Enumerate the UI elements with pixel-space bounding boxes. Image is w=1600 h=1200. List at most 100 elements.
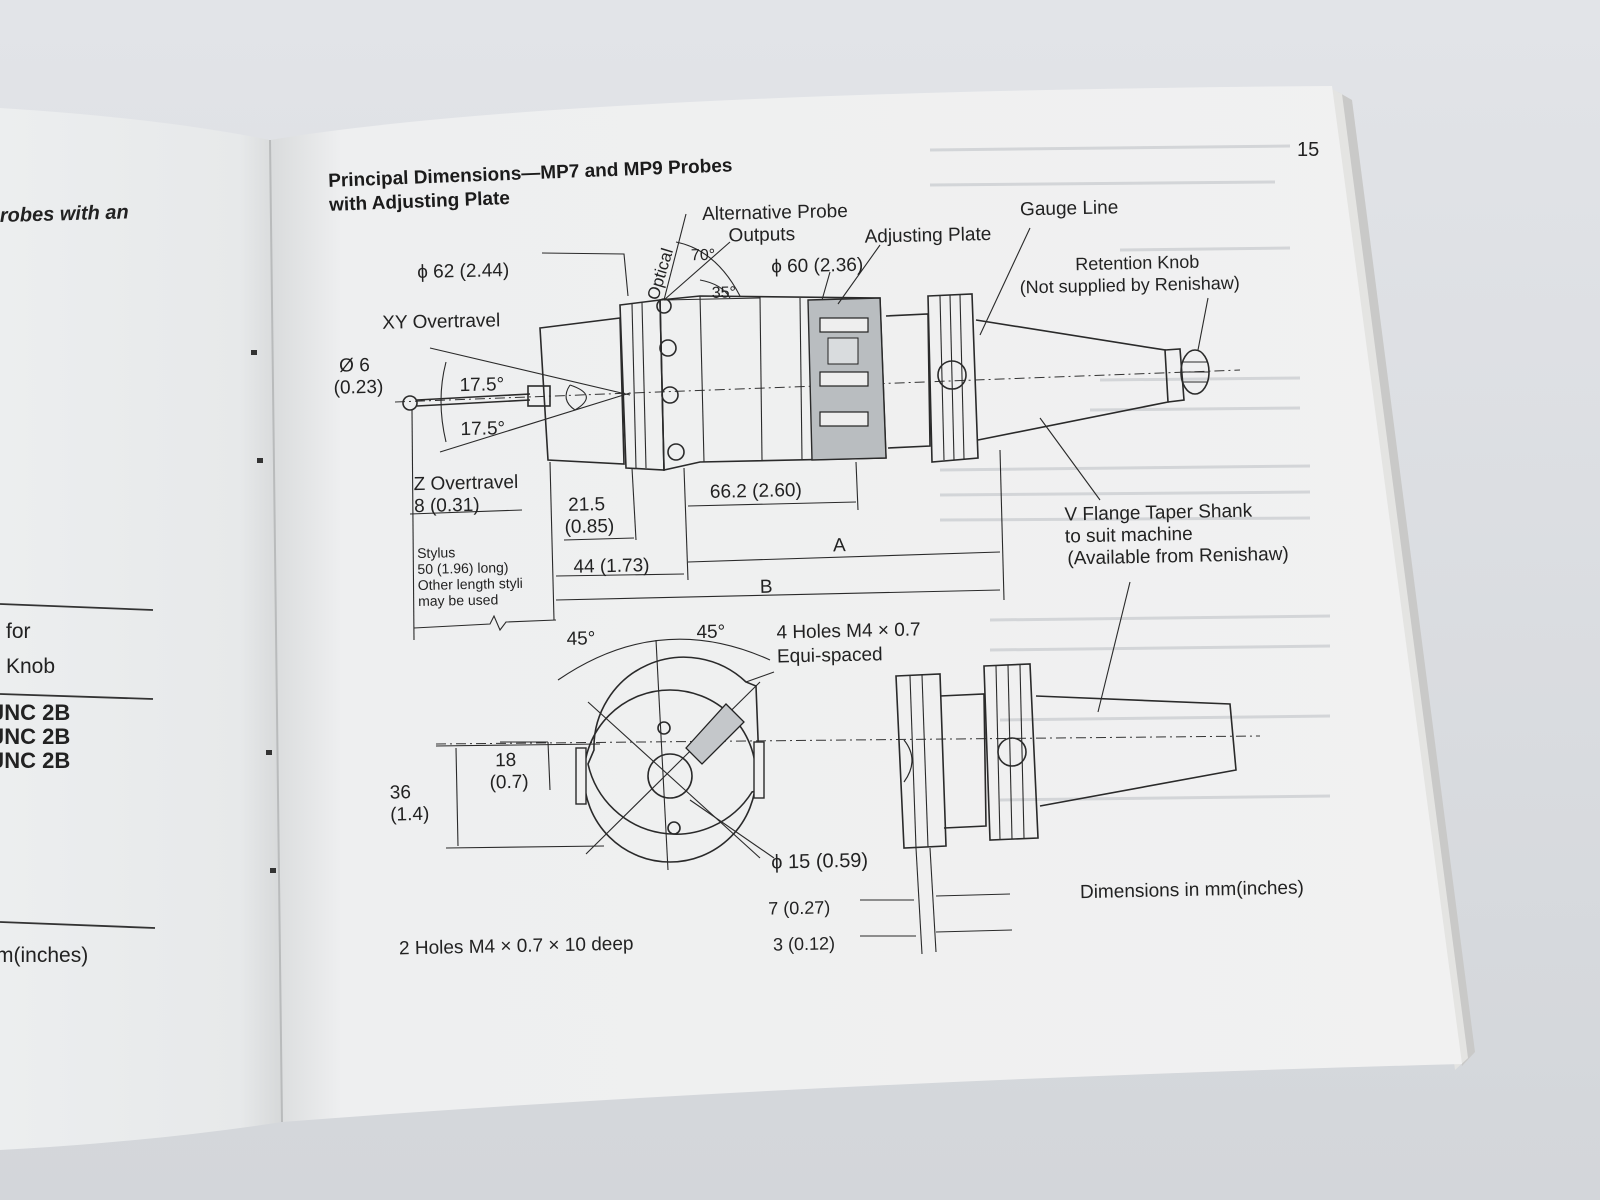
leader-retention-knob (1197, 297, 1209, 351)
label-dim-66-2: 66.2 (2.60) (710, 480, 802, 503)
label-angle-right: 45° (696, 622, 725, 644)
left-table-row: JNC 2B (0, 748, 70, 773)
optical-35-line (663, 297, 761, 301)
z-overtravel-line (409, 509, 523, 515)
stylus-shaft-top (416, 393, 531, 401)
housing-seam (799, 297, 803, 461)
left-page (0, 108, 282, 1150)
side-view-labels: Alternative Probe Outputs Optical 70° 35… (333, 197, 1289, 609)
units-note: Dimensions in mm(inches) (1080, 877, 1304, 903)
dim-ext-line (915, 847, 923, 955)
overtravel-arc (440, 361, 447, 443)
extension-line (549, 461, 555, 621)
label-alt-outputs-2: Outputs (728, 224, 795, 246)
angle-arc (675, 241, 741, 297)
stylus-shaft-bottom (416, 399, 531, 407)
dim-A-line (687, 551, 1001, 563)
left-table-rule (0, 603, 154, 611)
label-angle-left: 45° (566, 628, 595, 650)
dim-B-line (555, 589, 1001, 601)
label-retention-knob-2: (Not supplied by Renishaw) (1019, 273, 1239, 298)
flange-groove (949, 294, 955, 461)
small-flange-groove (1019, 664, 1025, 839)
label-stylus-dia-1: Ø 6 (339, 355, 370, 377)
label-dim-7: 7 (0.27) (768, 897, 830, 918)
dim-36-ext-bottom (445, 845, 605, 849)
optical-window (667, 443, 685, 461)
optical-window (659, 339, 677, 357)
end-view-hole (667, 821, 681, 835)
label-angle-70: 70° (691, 247, 716, 265)
leader-v-flange (1039, 417, 1101, 501)
label-dim-44: 44 (1.73) (573, 555, 649, 578)
overtravel-lens (565, 384, 587, 411)
left-table-header-2: Knob (6, 655, 55, 678)
stylus-holder (527, 385, 551, 407)
label-v-flange-3: (Available from Renishaw) (1067, 544, 1289, 570)
hole-punch-mark (257, 458, 263, 463)
adjusting-screw (819, 411, 869, 427)
collar-line (641, 302, 647, 469)
flange-groove (959, 294, 965, 460)
label-holes-4-1: 4 Holes M4 × 0.7 (776, 619, 921, 643)
leader-v-flange-end (1097, 581, 1131, 713)
label-stylus-note-1: Stylus (417, 544, 455, 561)
label-stylus-dia-2: (0.23) (333, 377, 383, 399)
label-stylus-note-3: Other length styli (418, 575, 523, 593)
optical-window (661, 386, 679, 404)
leader-4-holes (745, 671, 775, 683)
label-retention-knob-1: Retention Knob (1075, 252, 1199, 275)
label-stylus-note-2: 50 (1.96) long) (417, 559, 508, 577)
left-heading-fragment: robes with an (0, 201, 129, 227)
dim-66-2-line (687, 501, 857, 507)
dim-21-5-line (563, 537, 635, 541)
shank-neck (885, 313, 931, 449)
overtravel-line (429, 347, 631, 396)
angle-arc-45 (557, 638, 771, 681)
probe-end-view (435, 638, 1261, 955)
label-dim-36-2: (1.4) (390, 804, 430, 826)
left-footer-fragment: m(inches) (0, 944, 88, 967)
label-dia-60: ϕ 60 (2.36) (771, 255, 863, 278)
dim-3-line-right (935, 929, 1013, 933)
label-alt-outputs-1: Alternative Probe (702, 201, 848, 225)
label-z-overtravel-1: Z Overtravel (413, 472, 518, 495)
left-table-header-1: for (6, 620, 31, 643)
leader-adjusting-plate (837, 244, 881, 305)
plate-detail (827, 337, 859, 365)
taper-shank (975, 319, 1169, 441)
label-z-overtravel-2: 8 (0.31) (414, 495, 480, 517)
leader-dia-15 (689, 799, 775, 859)
leader-dia-62 (541, 252, 629, 297)
label-xy-overtravel: XY Overtravel (382, 310, 500, 333)
end-view-flat (753, 741, 765, 799)
small-flange-groove (1007, 664, 1013, 840)
probe-side-view (394, 213, 1241, 713)
label-dim-21-5-2: (0.85) (564, 516, 614, 538)
label-dim-36-1: 36 (390, 782, 412, 803)
housing-seam (759, 296, 763, 461)
retention-knob-neck (1164, 348, 1185, 403)
label-dim-21-5-1: 21.5 (568, 494, 605, 516)
left-table-rule (0, 921, 156, 929)
end-view-flat (575, 747, 587, 805)
left-page-content: robes with an for Knob JNC 2B JNC 2B JNC… (0, 201, 276, 967)
angle-arc (699, 279, 731, 299)
adjusting-screw (819, 317, 869, 333)
label-dim-B: B (760, 577, 773, 598)
left-table-rule (0, 693, 154, 700)
left-table-row: JNC 2B (0, 700, 70, 725)
dim-36-ext-top (435, 743, 601, 747)
leader-dia-60 (821, 271, 831, 301)
label-adjusting-plate: Adjusting Plate (864, 224, 991, 248)
flange-groove (939, 295, 945, 461)
dim-44-line (555, 573, 685, 577)
label-dia-15: ϕ 15 (0.59) (771, 850, 868, 874)
extension-line (683, 467, 689, 581)
adjusting-screw (819, 371, 869, 387)
label-dim-18-2: (0.7) (489, 772, 529, 794)
label-gauge-line: Gauge Line (1020, 197, 1119, 220)
overtravel-line (439, 392, 631, 453)
hole-punch-mark (270, 868, 276, 873)
